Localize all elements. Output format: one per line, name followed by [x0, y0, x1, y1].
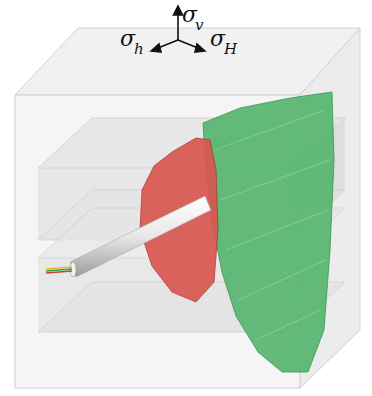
- stress-subscript: H: [224, 42, 237, 57]
- stress-subscript: h: [134, 42, 144, 57]
- stress-symbol: σ: [210, 28, 225, 50]
- stress-symbol: σ: [120, 28, 135, 50]
- stress-symbol: σ: [182, 4, 197, 26]
- stress-subscript: v: [195, 18, 203, 33]
- stress-axis: [177, 12, 179, 40]
- green-fracture: [203, 92, 334, 372]
- borehole: [70, 196, 211, 277]
- stress-axis: [178, 40, 198, 48]
- arrow-head: [151, 44, 161, 52]
- arrow-head: [195, 44, 205, 52]
- sensor-cable: [46, 271, 72, 273]
- stress-axis: [158, 40, 178, 48]
- arrow-head: [174, 6, 183, 15]
- cube-top: [15, 28, 360, 95]
